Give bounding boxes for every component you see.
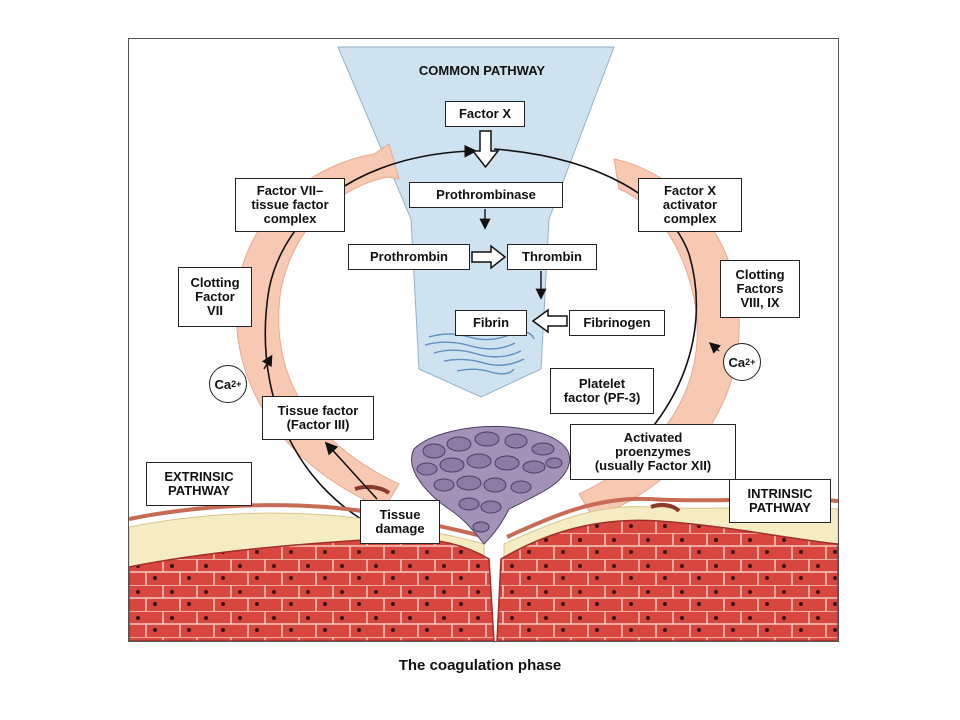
clotting-factor-vii-box: Clotting Factor VII — [178, 267, 252, 327]
endothelial-cell-left — [354, 484, 391, 495]
diagram-artwork — [129, 46, 838, 641]
tissue-muscle-right — [496, 519, 838, 641]
extrinsic-pathway-curve — [264, 144, 478, 520]
arrow-tissue-damage-to-tissue-factor — [324, 441, 378, 500]
thrombin-box: Thrombin — [507, 244, 597, 270]
arrow-ca-to-curve-left — [261, 354, 273, 370]
prothrombinase-box: Prothrombinase — [409, 182, 563, 208]
calcium-charge-right: 2+ — [745, 357, 756, 367]
endothelial-cell-right — [650, 502, 681, 513]
hollow-arrow-fibrinogen-fibrin — [531, 308, 568, 334]
common-pathway-funnel — [337, 46, 615, 398]
platelet-clot — [411, 425, 571, 545]
calcium-label-right: Ca — [728, 354, 746, 370]
fibrin-box: Fibrin — [455, 310, 527, 336]
tissue-damage-box: Tissue damage — [360, 500, 440, 544]
prothrombin-box: Prothrombin — [348, 244, 470, 270]
figure-caption: The coagulation phase — [398, 657, 562, 674]
activated-proenzymes-box: Activated proenzymes (usually Factor XII… — [570, 424, 736, 480]
fibrinogen-box: Fibrinogen — [569, 310, 665, 336]
factor-x-box: Factor X — [445, 101, 525, 127]
calcium-charge-left: 2+ — [231, 379, 242, 389]
factor-x-hollow-arrow — [471, 130, 500, 169]
common-pathway-title: COMMON PATHWAY — [418, 63, 546, 78]
factor-vii-complex-box: Factor VII– tissue factor complex — [235, 178, 345, 232]
diagram-frame: COMMON PATHWAY Factor X Prothrombinase P… — [128, 38, 839, 642]
tissue-lining-left — [129, 503, 482, 538]
calcium-label-left: Ca — [214, 376, 232, 392]
intrinsic-pathway-label: INTRINSIC PATHWAY — [729, 479, 831, 523]
arrow-ca-to-curve-right — [708, 342, 722, 354]
extrinsic-pathway-label: EXTRINSIC PATHWAY — [146, 462, 252, 506]
factor-x-activator-complex-box: Factor X activator complex — [638, 178, 742, 232]
hollow-arrow-prothrombin-thrombin — [471, 244, 507, 270]
platelet-factor-box: Platelet factor (PF-3) — [550, 368, 654, 414]
tissue-factor-box: Tissue factor (Factor III) — [262, 396, 374, 440]
clotting-factors-viii-ix-box: Clotting Factors VIII, IX — [720, 260, 800, 318]
intrinsic-pathway-curve — [493, 148, 698, 480]
